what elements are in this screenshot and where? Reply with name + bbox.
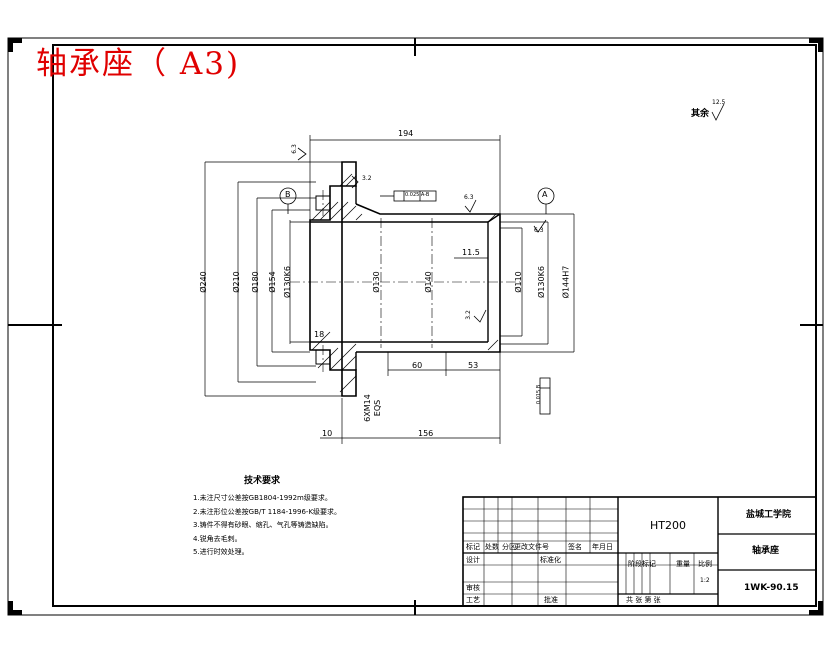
tech-requirement-2: 2.未注形位公差按GB/T 1184-1996-K级要求。 <box>193 507 342 516</box>
dim-flange-thickness: 10 <box>322 429 333 438</box>
tb-standard: 标准化 <box>540 556 561 564</box>
title-block <box>462 496 817 607</box>
dim-wall: 11.5 <box>462 248 480 257</box>
tb-stage: 阶段标记 <box>628 560 656 568</box>
roughness-63-c: 6.3 <box>534 227 544 234</box>
tb-approve: 批准 <box>544 596 558 604</box>
dim-d130: Ø130 <box>371 271 381 293</box>
tech-requirements-title: 技术要求 <box>244 476 281 486</box>
tb-header-mark: 标记 <box>466 543 480 551</box>
surface-note-value: 12.5 <box>712 99 726 106</box>
roughness-63-b: 6.3 <box>464 194 474 201</box>
sheet-title: 轴承座（ A3) <box>36 46 241 82</box>
tb-header-date: 年月日 <box>592 543 613 551</box>
material: HT200 <box>650 519 686 532</box>
dim-d130k6-right: Ø130K6 <box>536 266 546 298</box>
tb-process: 工艺 <box>466 596 480 604</box>
scale: 1:2 <box>700 577 710 584</box>
dim-d240: Ø240 <box>198 271 208 293</box>
school-name: 盐城工学院 <box>746 510 792 520</box>
dim-overall-length: 194 <box>398 129 414 138</box>
tech-requirement-4: 4.锐角去毛刺。 <box>193 534 242 543</box>
tb-header-qty: 处数 <box>485 543 499 551</box>
center-lines <box>290 190 520 372</box>
tb-sheets: 共 张 第 张 <box>626 596 661 604</box>
dim-d210: Ø210 <box>231 271 241 293</box>
dim-holes: 6XM14 <box>362 394 372 422</box>
dim-d140: Ø140 <box>423 271 433 293</box>
tech-requirements-list: 1.未注尺寸公差按GB1804-1992m级要求。 2.未注形位公差按GB/T … <box>193 492 341 560</box>
tb-header-change: 更改文件号 <box>514 543 549 551</box>
dim-len-53: 53 <box>468 361 479 370</box>
tb-design: 设计 <box>466 556 480 564</box>
dimension-lines <box>204 135 575 444</box>
tb-header-zone: 分区 <box>502 543 516 551</box>
tech-requirement-3: 3.铸件不得有砂眼、缩孔、气孔等铸造缺陷。 <box>193 521 333 529</box>
roughness-32-b: 3.2 <box>464 310 472 320</box>
roughness-symbols <box>297 103 725 323</box>
dim-groove-width: 18 <box>314 330 325 339</box>
tb-weight: 重量 <box>676 560 690 568</box>
tolerance-frame <box>380 190 551 415</box>
dim-len-60: 60 <box>412 361 423 370</box>
datum-b: B <box>285 190 291 199</box>
tb-review: 审核 <box>466 584 480 592</box>
tech-requirement-5: 5.进行时效处理。 <box>193 548 249 556</box>
dim-d144h7: Ø144H7 <box>561 265 571 299</box>
part-name: 轴承座 <box>752 546 780 556</box>
dim-d110: Ø110 <box>513 271 523 293</box>
drawing-number: 1WK-90.15 <box>744 583 799 593</box>
datum-markers <box>279 187 555 214</box>
centering-marks <box>8 38 823 615</box>
dim-d130k6-left: Ø130K6 <box>282 266 292 298</box>
inner-frame <box>52 44 817 607</box>
tolerance-frame-side-text: 0.015 B <box>536 384 543 405</box>
roughness-63-a: 6.3 <box>290 144 298 154</box>
tech-requirement-1: 1.未注尺寸公差按GB1804-1992m级要求。 <box>193 494 332 502</box>
tb-ratio: 比例 <box>698 560 712 568</box>
datum-a: A <box>542 190 548 199</box>
dim-d154: Ø154 <box>267 271 277 293</box>
corner-marks <box>8 38 823 615</box>
surface-note: 其余 <box>691 109 710 119</box>
dim-flange-length: 156 <box>418 429 434 438</box>
tolerance-frame-text: 0.025 A-B <box>405 192 430 198</box>
dim-depth: EQS <box>373 399 383 417</box>
tb-header-sign: 签名 <box>568 543 582 551</box>
roughness-32-a: 3.2 <box>362 175 372 182</box>
outer-border <box>7 37 824 616</box>
dim-d180: Ø180 <box>250 271 260 293</box>
